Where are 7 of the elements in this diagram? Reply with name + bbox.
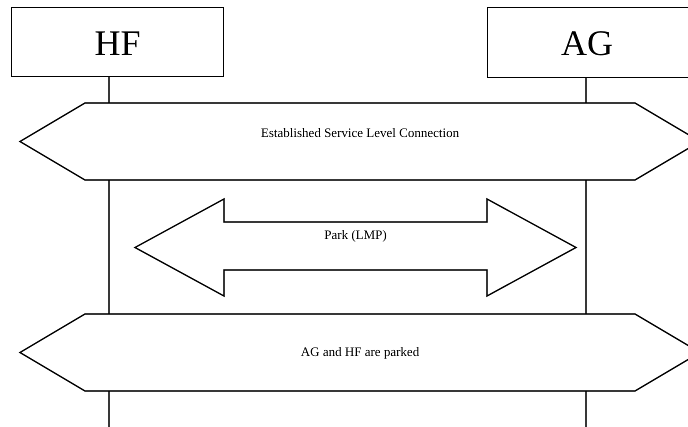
banner-text: Established Service Level Connection	[260, 125, 460, 140]
participant-box	[487, 7, 688, 78]
arrow-text: Park (LMP)	[324, 227, 387, 242]
participant-name: AG	[561, 23, 613, 63]
participant-box	[11, 7, 224, 77]
banner-text: AG and HF are parked	[300, 344, 420, 359]
participant-name: HF	[94, 23, 141, 63]
